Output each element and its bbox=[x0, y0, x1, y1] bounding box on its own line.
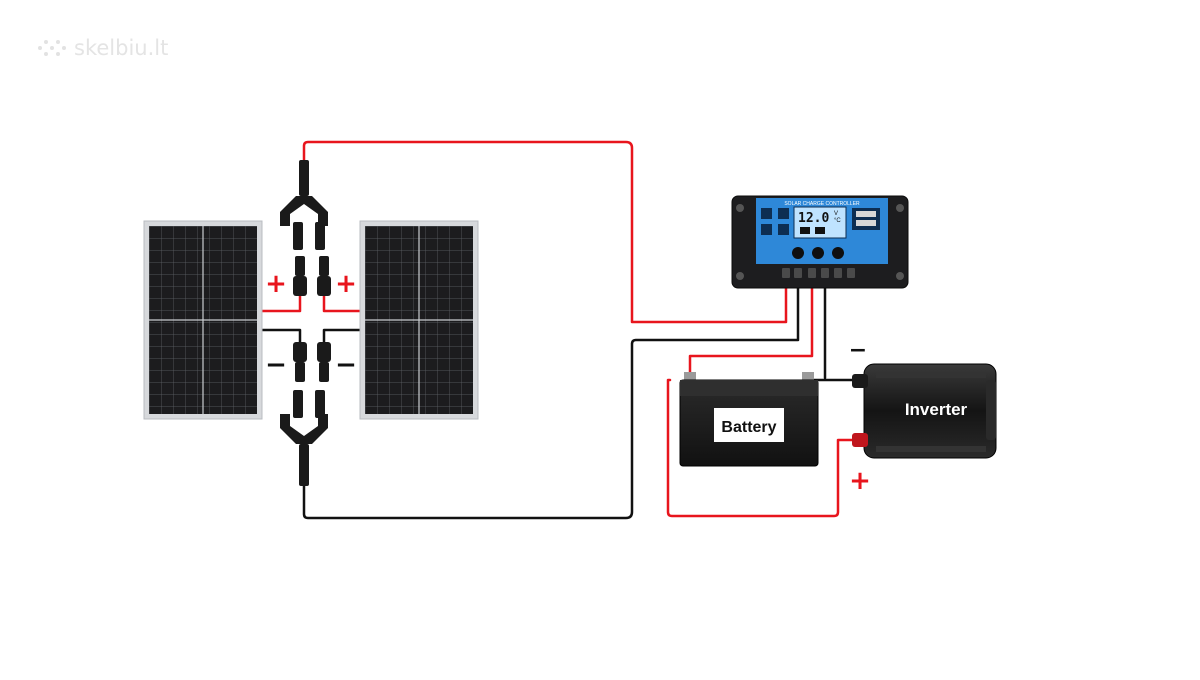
mc4-connectors-negative bbox=[293, 342, 331, 382]
pv-positive-wire bbox=[302, 140, 788, 324]
inverter-minus-sign: − bbox=[849, 338, 867, 363]
controller-title: SOLAR CHARGE CONTROLLER bbox=[784, 201, 860, 207]
inverter-positive-wire bbox=[666, 378, 854, 518]
solar-charge-controller: SOLAR CHARGE CONTROLLER 12.0 V °C bbox=[731, 195, 909, 289]
pv-negative-wire bbox=[302, 283, 800, 520]
lcd-unit-v: V bbox=[834, 211, 838, 217]
lcd-voltage: 12.0 bbox=[798, 211, 829, 226]
solar-panel-left bbox=[143, 220, 263, 420]
inverter-plus-sign: + bbox=[849, 466, 871, 496]
solar-panel-right bbox=[359, 220, 479, 420]
panel-minus-sign-left: − bbox=[265, 350, 287, 380]
watermark: skelbiu.lt bbox=[36, 36, 168, 60]
battery: Battery bbox=[679, 372, 819, 467]
settings-icon bbox=[778, 208, 789, 219]
battery-label: Battery bbox=[721, 419, 776, 436]
lcd-battery-icon bbox=[800, 227, 810, 234]
mc4-y-branch-bottom bbox=[280, 390, 328, 486]
mc4-connectors-positive bbox=[293, 256, 331, 296]
grid-dots-icon bbox=[38, 40, 66, 56]
mc4-y-branch-top bbox=[280, 160, 328, 250]
menu-button bbox=[792, 247, 804, 259]
panel-right-positive-lead bbox=[322, 294, 364, 313]
panel-plus-sign-right: + bbox=[335, 269, 357, 299]
watermark-text: skelbiu.lt bbox=[74, 36, 169, 60]
lcd-unit-c: °C bbox=[834, 218, 841, 224]
sun-panel-icon bbox=[761, 208, 772, 219]
panel-minus-sign-right: − bbox=[335, 350, 357, 380]
panel-left-positive-lead bbox=[260, 294, 302, 313]
inverter-positive-terminal bbox=[852, 433, 868, 447]
lock-icon bbox=[778, 224, 789, 235]
timer-icon bbox=[761, 224, 772, 235]
battery-negative-terminal bbox=[802, 372, 814, 382]
usb-port-2 bbox=[856, 220, 876, 226]
up-button bbox=[812, 247, 824, 259]
battery-positive-wire bbox=[688, 283, 814, 382]
panel-right-negative-lead bbox=[322, 328, 364, 344]
lcd-load-icon bbox=[815, 227, 825, 234]
usb-port-1 bbox=[856, 211, 876, 217]
panel-left-negative-lead bbox=[260, 328, 302, 344]
inverter: Inverter bbox=[852, 363, 997, 459]
down-button bbox=[832, 247, 844, 259]
panel-plus-sign-left: + bbox=[265, 269, 287, 299]
inverter-label: Inverter bbox=[905, 400, 968, 419]
inverter-negative-terminal bbox=[852, 374, 868, 388]
battery-positive-terminal bbox=[684, 372, 696, 382]
